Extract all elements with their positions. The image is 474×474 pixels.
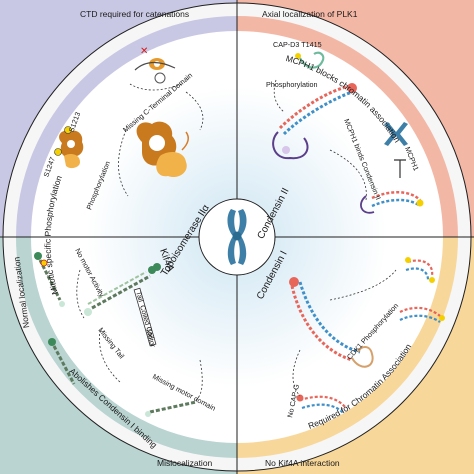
inhibition-arrow	[394, 159, 406, 178]
svg-text:✕: ✕	[140, 46, 148, 57]
kif4a-missing-tail-icon	[48, 338, 76, 385]
condensin1-no-capg-icon	[296, 394, 347, 415]
condensin1-cdk1-icon	[405, 257, 435, 283]
kif4a-missing-motor-icon	[145, 400, 197, 417]
kif4a-quadrant-art	[34, 252, 203, 417]
topo-crossed-icon: ✕	[134, 46, 176, 84]
condensin1-cdk1-icon-2	[399, 306, 445, 323]
chromosome-small-icon	[384, 122, 408, 146]
corner-label-top-left: CTD required for catenations	[80, 9, 189, 19]
condensin1-quadrant-art	[289, 257, 445, 415]
kif4a-tail: Tail	[134, 290, 146, 303]
condensin2-quadrant-art	[272, 51, 424, 214]
kif4a-domain-bar	[133, 287, 157, 347]
topo-quadrant-art: ✕	[54, 46, 204, 197]
condensin2-phosphorylation: Phosphorylation	[266, 80, 318, 89]
corner-label-top-right: Axial localization of PLK1	[262, 9, 358, 19]
kif4a-full-icon	[84, 263, 161, 316]
topo-phospho-icon	[54, 126, 84, 169]
kif4a-no-motor-icon	[34, 252, 65, 307]
condensin1-complex-icon	[289, 277, 374, 368]
corner-label-bottom-left: Mislocalization	[157, 458, 213, 468]
condensin2-capd3: CAP-D3 T1415	[273, 40, 322, 49]
capd3-icon	[295, 51, 325, 69]
corner-label-bottom-right: No Kif4A interaction	[265, 458, 340, 468]
condensin2-mcph1-icon	[360, 191, 424, 214]
condensin2-complex-icon	[272, 83, 357, 160]
topo-dimer-icon	[136, 121, 189, 178]
chromosome-icon	[227, 209, 247, 265]
